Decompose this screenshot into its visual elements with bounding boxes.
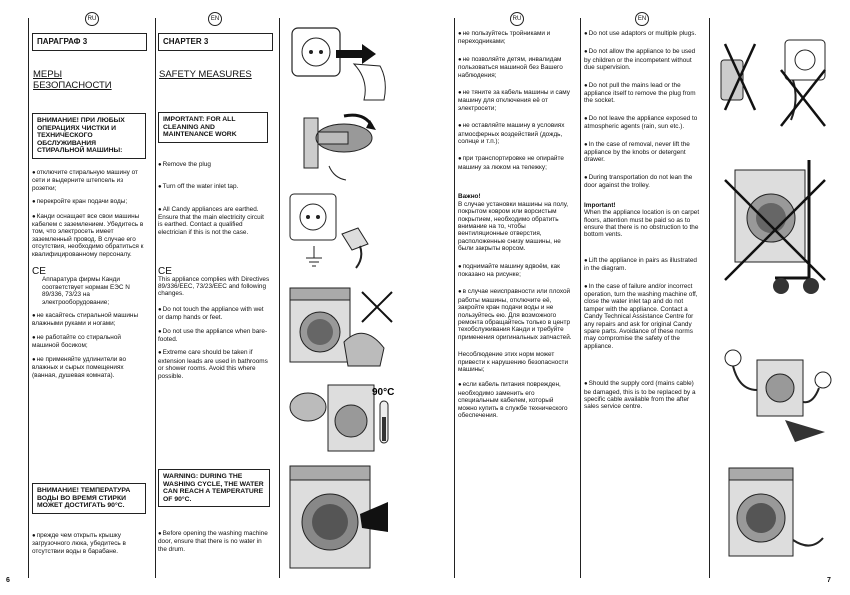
left-page: RU EN ПАРАГРАФ 3 МЕРЫ БЕЗОПАСНОСТИ ВНИМА… [0,0,425,595]
ru-item: не работайте со стиральной машиной босик… [32,334,146,350]
en-item: Do not leave the appliance exposed to at… [584,115,702,131]
en-item: In the case of failure and/or incorrect … [584,283,702,351]
ru-item: в случае неисправности или плохой работы… [458,288,574,341]
ru-last-item: прежде чем открыть крышку загрузочного л… [32,532,146,555]
ru-item: отключите стиральную машину от сети и вы… [32,169,146,192]
en-column-right: Do not use adaptors or multiple plugs. D… [584,30,702,417]
lang-badge-en: EN [635,12,649,26]
ru-item: не касайтесь стиральной машины влажными … [32,312,146,328]
page-number-left: 6 [6,577,10,584]
en-section-title: SAFETY MEASURES [159,69,252,80]
en-important-text: When the appliance location is on carpet… [584,209,700,239]
en-warning-box: WARNING: DURING THE WASHING CYCLE, THE W… [158,469,270,508]
ru-warning-box: ВНИМАНИЕ! ТЕМПЕРАТУРА ВОДЫ ВО ВРЕМЯ СТИР… [32,483,146,514]
supply-cord-illustration [728,467,824,557]
en-important-box: IMPORTANT: FOR ALL CLEANING AND MAINTENA… [158,112,268,143]
no-adaptor-illustration [720,39,826,127]
lang-badge-en: EN [208,12,222,26]
en-item: Extreme care should be taken if extensio… [158,349,270,380]
ru-item: при транспортировке не опирайте машину з… [458,155,574,171]
ru-item: Аппаратура фирмы Канди соответствует нор… [42,276,130,306]
hot-water-thermometer-illustration: 90°C [289,384,394,452]
en-item: Remove the plug [158,161,270,169]
open-door-illustration [289,465,388,569]
ru-section-title: МЕРЫ БЕЗОПАСНОСТИ [33,69,112,91]
ru-item: поднимайте машину вдвоём, как показано н… [458,263,574,279]
en-column: IMPORTANT: FOR ALL CLEANING AND MAINTENA… [158,112,270,386]
right-page: RU EN не пользуйтесь тройниками и перехо… [425,0,850,595]
ru-column-right: не пользуйтесь тройниками и переходникам… [458,30,574,425]
earthed-socket-illustration [289,193,369,269]
lang-badge-ru: RU [85,12,99,26]
ru-chapter-box: ПАРАГРАФ 3 [32,33,147,51]
en-ce-mark: CE [158,266,172,278]
ru-column: ВНИМАНИЕ! ПРИ ЛЮБЫХ ОПЕРАЦИЯХ ЧИСТКИ И Т… [32,113,146,385]
ru-item: Канди оснащает все свои машины кабелем с… [32,213,146,258]
ru-ce-mark: CE [32,266,46,278]
trolley-illustration [724,160,826,294]
ru-item: не применяйте удлинители во влажных и сы… [32,356,146,379]
en-item: All Candy appliances are earthed. Ensure… [158,206,270,237]
ru-item: не пользуйтесь тройниками и переходникам… [458,30,574,46]
ru-important-text: В случае установки машины на полу, покры… [458,200,569,253]
en-important-head: Important! [584,201,616,209]
ru-item: не оставляйте машину в условиях атмосфер… [458,122,574,145]
en-item: This appliance complies with Directives … [158,275,270,298]
en-item: Do not use adaptors or multiple plugs. [584,30,702,38]
ru-item: не тяните за кабель машины и саму машину… [458,89,574,112]
en-item: Do not pull the mains lead or the applia… [584,82,702,105]
en-item: Turn off the water inlet tap. [158,183,270,191]
ru-item: не позволяйте детям, инвалидам пользоват… [458,56,574,79]
en-item: Do not touch the appliance with wet or d… [158,306,270,322]
ru-item: перекройте кран подачи воды; [32,198,146,206]
en-item: Do not use the appliance when bare-foote… [158,328,270,344]
ru-important-box: ВНИМАНИЕ! ПРИ ЛЮБЫХ ОПЕРАЦИЯХ ЧИСТКИ И Т… [32,113,146,159]
ru-note-head: Несоблюдение этих норм может привести к … [458,351,569,373]
ru-important-head: Важно! [458,193,481,201]
page-number-right: 7 [827,577,831,584]
temperature-label: 90°C [372,387,394,398]
en-item: During transportation do not lean the do… [584,174,702,190]
lang-badge-ru: RU [510,12,524,26]
en-item: In the case of removal, never lift the a… [584,141,702,164]
en-item: Do not allow the appliance to be used by… [584,48,702,71]
en-item: Should the supply cord (mains cable) be … [584,380,702,411]
unplug-illustration [291,27,386,101]
ru-last-item: если кабель питания поврежден, необходим… [458,381,574,419]
en-last-item: Before opening the washing machine door,… [158,530,270,553]
lift-in-pairs-illustration [724,349,832,442]
wet-hands-illustration [289,287,393,367]
water-tap-illustration [303,113,376,181]
en-item: Lift the appliance in pairs as illustrat… [584,257,702,273]
en-chapter-box: CHAPTER 3 [158,33,273,51]
